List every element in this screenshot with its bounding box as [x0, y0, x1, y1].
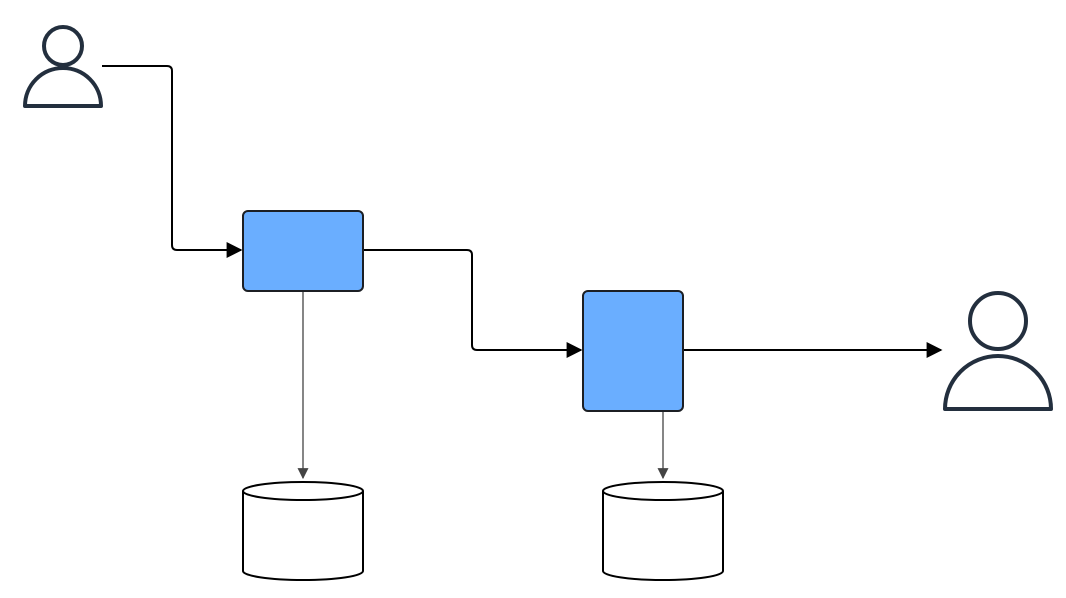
destination-user-node[interactable]	[943, 291, 1053, 411]
edge-process-1-to-process-2[interactable]	[363, 249, 583, 358]
edge-user-to-process-1[interactable]	[102, 65, 243, 258]
datastore-1-node[interactable]	[242, 481, 364, 581]
user-icon	[23, 25, 103, 108]
process-1-node[interactable]	[242, 210, 364, 292]
user-icon	[943, 291, 1053, 411]
database-icon	[602, 481, 724, 581]
process-2-node[interactable]	[582, 290, 684, 412]
database-icon	[242, 481, 364, 581]
source-user-node[interactable]	[23, 25, 103, 108]
datastore-2-node[interactable]	[602, 481, 724, 581]
